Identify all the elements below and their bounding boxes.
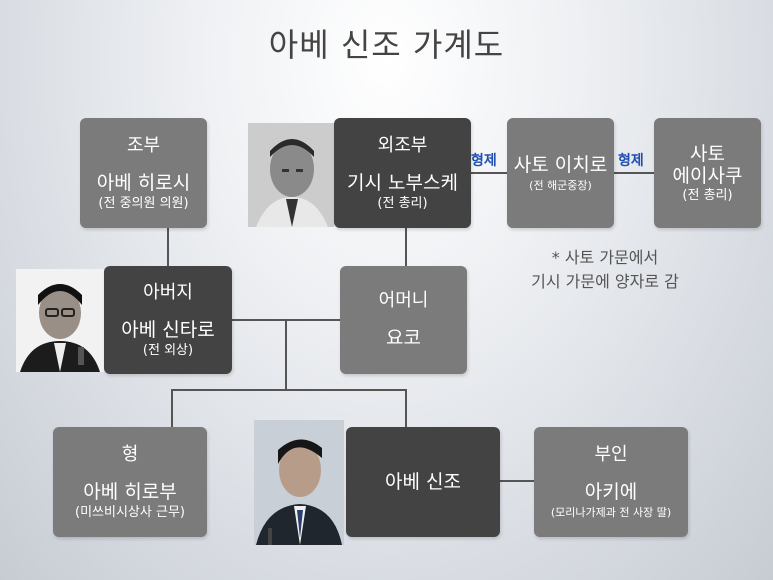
box-mother: 어머니 요코 bbox=[340, 266, 467, 374]
grandfather-role: 조부 bbox=[126, 134, 161, 156]
mother-role: 어머니 bbox=[378, 290, 429, 311]
photo-abe-shintaro bbox=[16, 269, 104, 372]
maternal-grandfather-note: (전 총리) bbox=[377, 195, 428, 211]
box-sato-eisaku: 사토 에이사쿠 (전 총리) bbox=[654, 118, 761, 228]
brother-name: 아베 히로부 bbox=[83, 480, 177, 503]
wife-name: 아키에 bbox=[584, 480, 638, 503]
mother-name: 요코 bbox=[386, 327, 421, 349]
brother-note: (미쓰비시상사 근무) bbox=[75, 504, 185, 520]
adoption-memo: * 사토 가문에서 기시 가문에 양자로 감 bbox=[505, 246, 705, 294]
relation-label-brothers-1: 형제 bbox=[471, 153, 497, 169]
adoption-memo-line-2: 기시 가문에 양자로 감 bbox=[531, 272, 679, 291]
grandfather-note: (전 중의원 의원) bbox=[98, 195, 189, 211]
father-role: 아버지 bbox=[143, 281, 193, 303]
line-self-drop bbox=[405, 389, 407, 427]
line-children-stem bbox=[285, 320, 287, 390]
relation-label-brothers-2: 형제 bbox=[618, 153, 644, 169]
sato-ichiro-name: 사토 이치로 bbox=[513, 153, 608, 176]
line-maternal-mother bbox=[405, 228, 407, 266]
sato-eisaku-name-1: 사토 bbox=[690, 142, 725, 165]
sato-eisaku-name-2: 에이사쿠 bbox=[672, 164, 743, 187]
line-self-wife bbox=[500, 480, 534, 482]
father-name: 아베 신타로 bbox=[121, 318, 215, 341]
line-grandfather-father bbox=[167, 228, 169, 266]
wife-role: 부인 bbox=[594, 443, 628, 465]
grandfather-name: 아베 히로시 bbox=[96, 171, 191, 194]
box-grandfather: 조부 아베 히로시 (전 중의원 의원) bbox=[80, 118, 207, 228]
line-sato-eisaku bbox=[614, 172, 654, 174]
page-title: 아베 신조 가계도 bbox=[268, 26, 505, 64]
brother-role: 형 bbox=[121, 443, 139, 465]
self-name: 아베 신조 bbox=[385, 471, 461, 493]
box-maternal-grandfather: 외조부 기시 노부스케 (전 총리) bbox=[334, 118, 471, 228]
photo-kishi-nobusuke bbox=[248, 123, 334, 227]
wife-note: (모리나가제과 전 사장 딸) bbox=[550, 505, 672, 519]
box-brother: 형 아베 히로부 (미쓰비시상사 근무) bbox=[53, 427, 207, 537]
box-sato-ichiro: 사토 이치로 (전 해군중장) bbox=[507, 118, 614, 228]
sato-eisaku-note: (전 총리) bbox=[682, 187, 733, 203]
photo-abe-shinzo bbox=[254, 420, 344, 545]
adoption-memo-line-1: * 사토 가문에서 bbox=[551, 248, 659, 267]
line-brother-drop bbox=[171, 389, 173, 427]
father-note: (전 외상) bbox=[142, 342, 194, 358]
box-father: 아버지 아베 신타로 (전 외상) bbox=[104, 266, 232, 374]
box-wife: 부인 아키에 (모리나가제과 전 사장 딸) bbox=[534, 427, 688, 537]
maternal-grandfather-name: 기시 노부스케 bbox=[347, 171, 458, 194]
line-kishi-sato bbox=[471, 172, 507, 174]
sato-ichiro-note: (전 해군중장) bbox=[529, 178, 592, 192]
box-self: 아베 신조 bbox=[346, 427, 500, 537]
maternal-grandfather-role: 외조부 bbox=[377, 134, 428, 156]
line-children-bar bbox=[171, 389, 407, 391]
